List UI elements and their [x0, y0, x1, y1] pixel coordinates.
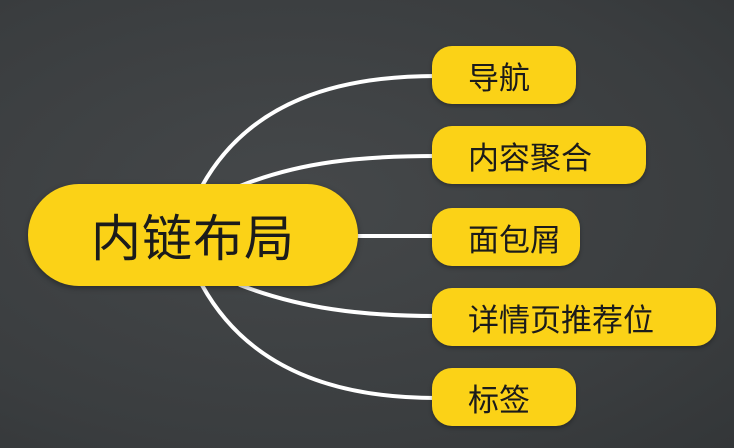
connector-tags	[200, 283, 438, 400]
branch-node-label: 面包屑	[468, 222, 561, 259]
branch-node-label: 导航	[468, 60, 530, 97]
branch-node-tags: 标签	[432, 368, 576, 426]
connector-content-aggregation	[238, 154, 438, 188]
branch-node-label: 标签	[468, 382, 530, 419]
branch-node-navigation: 导航	[432, 46, 576, 104]
root-node-internal-link-layout: 内链布局	[28, 184, 358, 286]
branch-node-breadcrumb: 面包屑	[432, 208, 580, 266]
branch-node-content-aggregation: 内容聚合	[432, 126, 646, 184]
root-node-label: 内链布局	[91, 210, 295, 268]
branch-node-detail-recommend: 详情页推荐位	[432, 288, 716, 346]
branch-node-label: 内容聚合	[468, 140, 592, 177]
connector-navigation	[200, 74, 438, 188]
branch-node-label: 详情页推荐位	[468, 302, 654, 339]
connector-detail-recommend	[238, 283, 438, 318]
